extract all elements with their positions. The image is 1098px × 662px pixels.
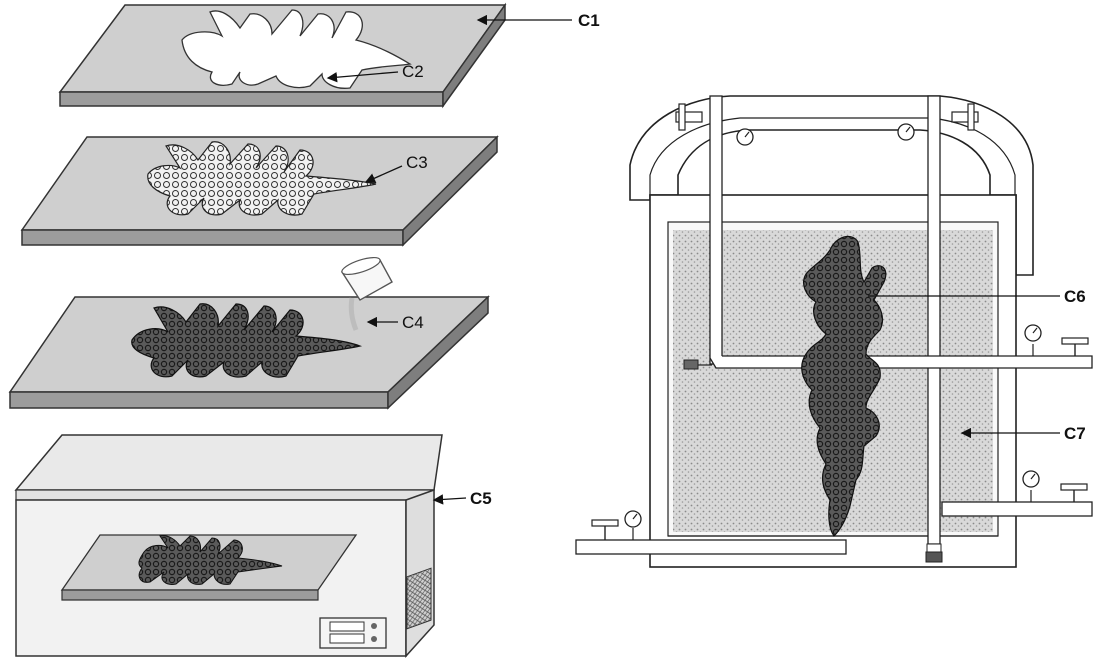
oven: [16, 435, 442, 656]
label-c4: C4: [402, 313, 424, 332]
gauge-icon: [737, 129, 753, 145]
label-c2: C2: [402, 62, 424, 81]
oven-control-panel: [320, 618, 386, 648]
gauge-icon: [1023, 471, 1039, 502]
gauge-icon: [625, 511, 641, 540]
valve-icon: [1062, 338, 1088, 356]
label-c3: C3: [406, 153, 428, 172]
plate-1: [60, 5, 505, 106]
pressure-vessel: [576, 96, 1092, 567]
valve-icon: [592, 520, 618, 540]
label-c5: C5: [470, 489, 492, 508]
gauge-icon: [898, 124, 914, 140]
valve-icon: [1061, 484, 1087, 502]
gauge-icon: [1025, 325, 1041, 356]
label-c6: C6: [1064, 287, 1086, 306]
oven-vent: [407, 568, 431, 629]
label-c1: C1: [578, 11, 600, 30]
label-c7: C7: [1064, 424, 1086, 443]
